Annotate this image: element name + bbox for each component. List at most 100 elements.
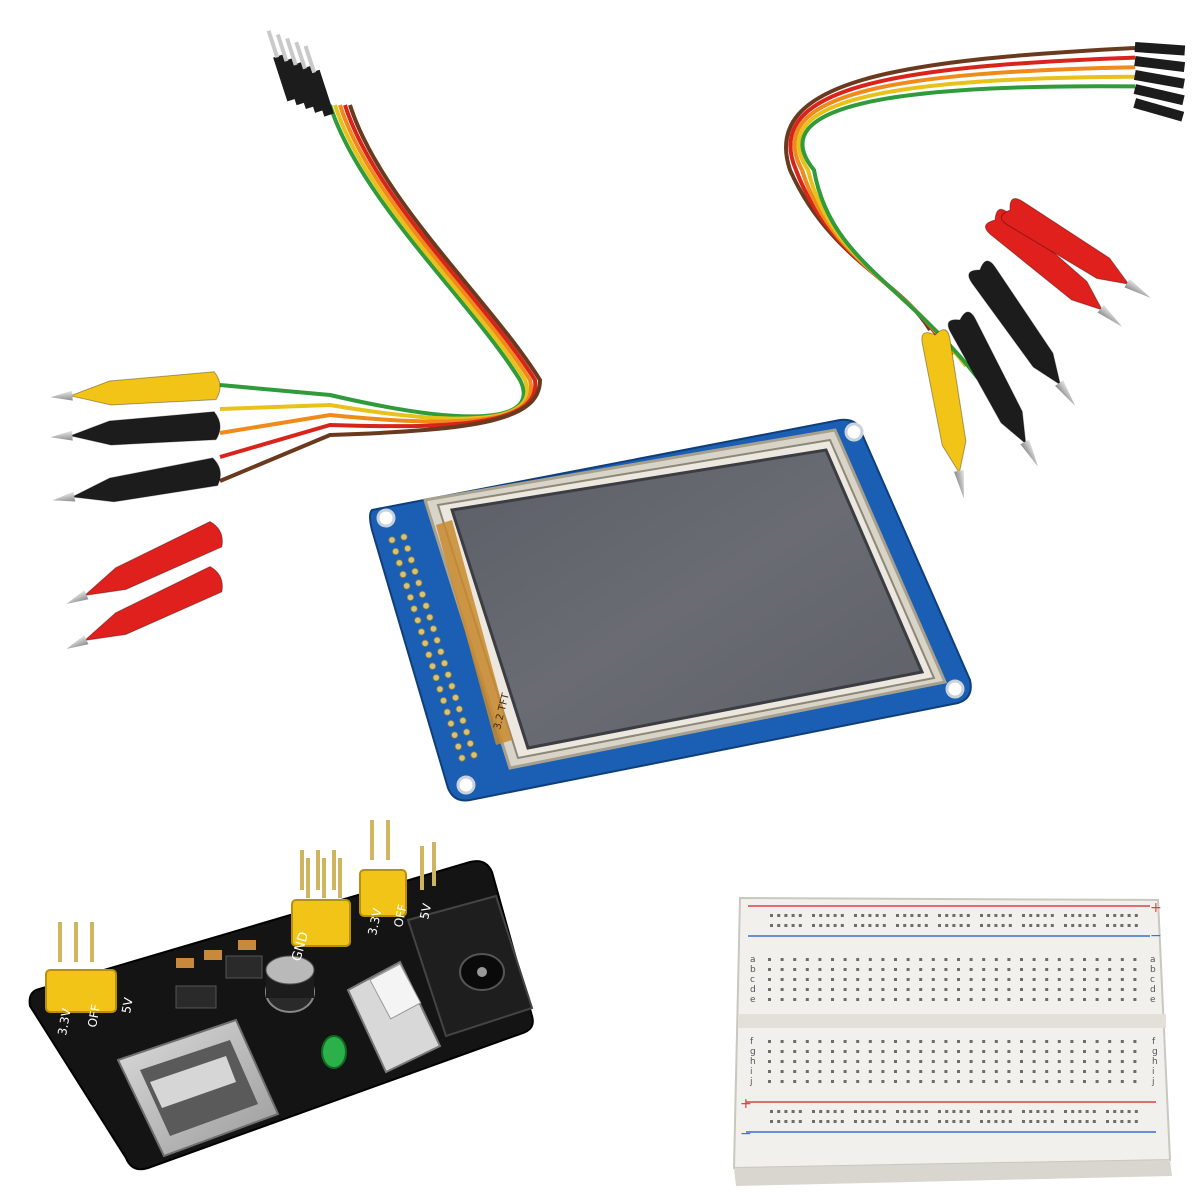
rail-hole bbox=[1022, 914, 1025, 917]
rail-hole bbox=[784, 1110, 788, 1113]
strip-hole bbox=[780, 958, 784, 961]
strip-hole bbox=[957, 988, 960, 991]
rail-hole bbox=[812, 924, 815, 927]
clip-jaw bbox=[1097, 304, 1123, 327]
strip-hole bbox=[957, 968, 960, 971]
capacitor-top bbox=[265, 955, 315, 985]
strip-hole bbox=[1020, 958, 1023, 961]
strip-hole bbox=[1070, 988, 1074, 991]
rail-hole bbox=[959, 914, 963, 917]
rail-hole bbox=[882, 924, 886, 927]
left-rail-jumper bbox=[45, 969, 117, 1013]
strip-hole bbox=[1133, 998, 1137, 1001]
strip-hole bbox=[1120, 1040, 1124, 1043]
strip-hole bbox=[1057, 978, 1061, 981]
strip-hole bbox=[1032, 1070, 1036, 1073]
strip-hole bbox=[1057, 1060, 1061, 1063]
strip-hole bbox=[994, 1070, 998, 1073]
strip-hole bbox=[906, 1050, 910, 1053]
strip-hole bbox=[793, 958, 797, 961]
strip-hole bbox=[906, 1060, 910, 1063]
rail-hole bbox=[777, 924, 781, 927]
header-pin bbox=[420, 846, 424, 890]
strip-hole bbox=[1045, 998, 1049, 1001]
rail-hole bbox=[875, 1110, 879, 1113]
strip-hole bbox=[957, 1040, 960, 1043]
right-rail-jumper bbox=[359, 869, 407, 917]
rail-hole bbox=[1134, 1110, 1138, 1113]
strip-hole bbox=[831, 1070, 834, 1073]
rail-hole bbox=[896, 924, 899, 927]
strip-hole bbox=[1045, 968, 1049, 971]
rail-hole bbox=[910, 924, 914, 927]
dupont-housing bbox=[291, 62, 316, 110]
strip-hole bbox=[994, 1060, 998, 1063]
rail-hole bbox=[875, 1120, 879, 1123]
strip-hole bbox=[805, 988, 809, 991]
rail-hole bbox=[1092, 914, 1096, 917]
header-pin bbox=[470, 751, 478, 759]
strip-hole bbox=[1070, 1040, 1074, 1043]
strip-hole bbox=[1057, 1080, 1061, 1083]
rail-hole bbox=[980, 1110, 983, 1113]
rail-hole bbox=[861, 1120, 865, 1123]
rail-hole bbox=[910, 1120, 914, 1123]
clip-jaw bbox=[50, 390, 73, 401]
rail-hole bbox=[784, 914, 788, 917]
strip-hole bbox=[1045, 988, 1049, 991]
alligator-clip-icon bbox=[52, 457, 221, 503]
dupont-housing bbox=[1134, 56, 1186, 73]
strip-hole bbox=[856, 1080, 860, 1083]
header-pin bbox=[406, 593, 415, 601]
alligator-clip-icon bbox=[50, 371, 221, 406]
rail-hole bbox=[1008, 1110, 1012, 1113]
bottom-plus-sign: + bbox=[740, 1096, 752, 1112]
rail-hole bbox=[1113, 924, 1117, 927]
header-pin bbox=[455, 705, 463, 713]
rail-hole bbox=[770, 1120, 773, 1123]
strip-hole bbox=[1083, 988, 1086, 991]
rail-hole bbox=[875, 924, 879, 927]
rail-hole bbox=[1043, 914, 1047, 917]
rail-hole bbox=[1134, 1120, 1138, 1123]
rail-hole bbox=[854, 1110, 857, 1113]
rail-hole bbox=[966, 1120, 970, 1123]
rail-hole bbox=[987, 1120, 991, 1123]
rail-hole bbox=[861, 914, 865, 917]
rail-hole bbox=[959, 1110, 963, 1113]
strip-hole bbox=[931, 1040, 935, 1043]
strip-hole bbox=[1007, 998, 1011, 1001]
strip-hole bbox=[881, 1080, 885, 1083]
strip-hole bbox=[931, 968, 935, 971]
alligator-clip-icon bbox=[984, 208, 1123, 327]
rail-hole bbox=[1071, 924, 1075, 927]
alligator-clip-icon bbox=[50, 411, 221, 446]
rail-hole bbox=[924, 914, 928, 917]
rail-hole bbox=[1064, 1110, 1067, 1113]
rail-hole bbox=[1092, 924, 1096, 927]
strip-hole bbox=[818, 978, 822, 981]
strip-hole bbox=[1095, 998, 1099, 1001]
header-pin bbox=[466, 739, 474, 748]
rail-hole bbox=[1106, 924, 1109, 927]
rail-hole bbox=[798, 924, 802, 927]
strip-hole bbox=[856, 1060, 860, 1063]
strip-hole bbox=[818, 1080, 822, 1083]
strip-hole bbox=[1120, 998, 1124, 1001]
strip-hole bbox=[805, 958, 809, 961]
strip-hole bbox=[1108, 1050, 1112, 1053]
strip-hole bbox=[919, 1050, 923, 1053]
alligator-clip-icon bbox=[921, 329, 967, 499]
rail-hole bbox=[1064, 1120, 1067, 1123]
mount-hole-icon bbox=[376, 508, 396, 528]
strip-hole bbox=[818, 1050, 822, 1053]
strip-hole bbox=[856, 1040, 860, 1043]
header-pin bbox=[58, 922, 62, 962]
rail-hole bbox=[994, 1110, 998, 1113]
rail-hole bbox=[917, 924, 921, 927]
strip-hole bbox=[1032, 1050, 1036, 1053]
rail-hole bbox=[938, 914, 941, 917]
strip-hole bbox=[931, 1060, 935, 1063]
right-3v3-label: 3.3V bbox=[365, 906, 385, 936]
header-pin bbox=[425, 651, 433, 659]
